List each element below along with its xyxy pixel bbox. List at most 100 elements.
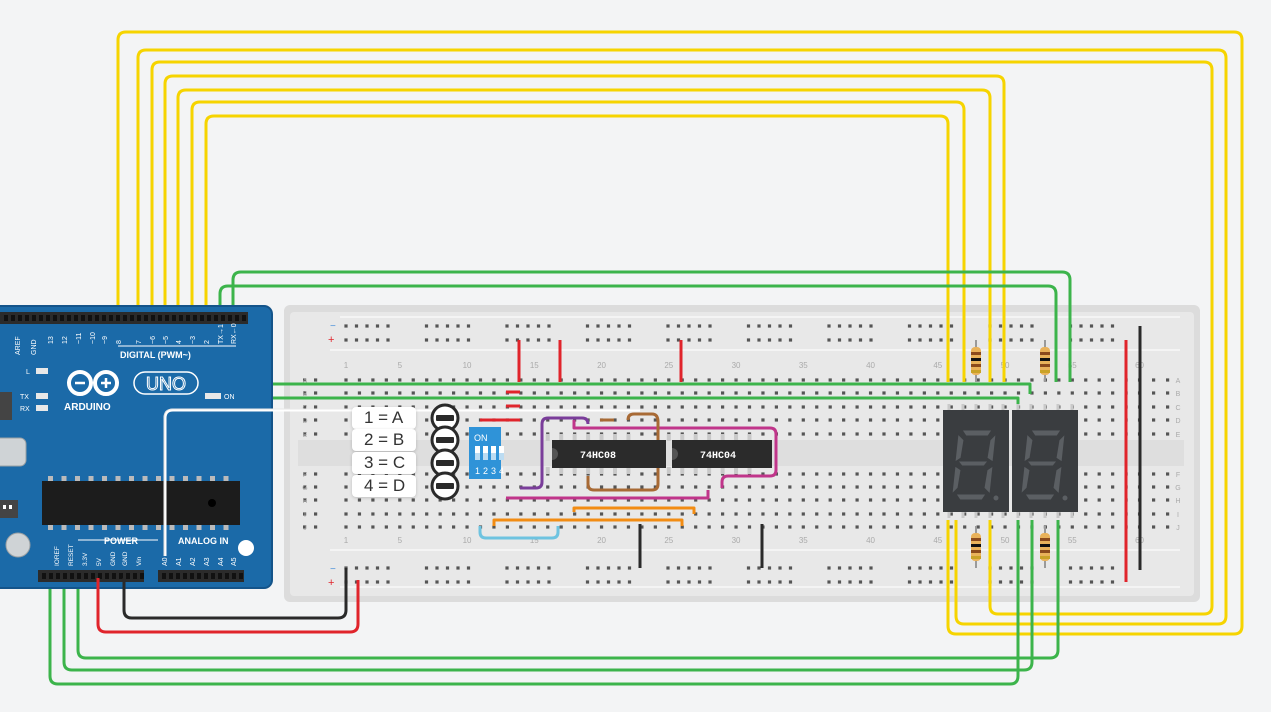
rail-minus-bottom: −: [330, 564, 336, 575]
analog-label: ANALOG IN: [178, 536, 229, 546]
analog-pin-label: A1: [176, 557, 183, 566]
power-rail-holes: [344, 324, 1115, 584]
switch-label-4: 4 = D: [352, 475, 416, 497]
dip-on-label: ON: [474, 433, 488, 443]
digital-pin-label: 8: [116, 340, 123, 344]
column-number: 55: [1068, 536, 1077, 545]
seven-segment-display-1[interactable]: [943, 404, 1009, 518]
push-button[interactable]: [430, 471, 460, 501]
digital-pin-label: 13: [48, 336, 55, 344]
digital-pin-label: ~3: [190, 336, 197, 344]
led-l: [36, 368, 48, 374]
column-number: 15: [530, 361, 539, 370]
dip-num-3: 3: [491, 466, 496, 476]
chip-74hc04[interactable]: 74HC04: [666, 434, 772, 474]
column-number: 25: [664, 361, 673, 370]
dip-switch[interactable]: ON 1 2 3 4: [469, 427, 504, 479]
capacitor: [5, 532, 31, 558]
digital-header-label: DIGITAL (PWM~): [120, 350, 191, 360]
digital-pin-label: ~5: [163, 336, 170, 344]
row-letter: F: [303, 472, 307, 479]
uno-label: UNO: [146, 374, 186, 394]
column-number: 40: [866, 536, 875, 545]
push-buttons[interactable]: [430, 403, 460, 501]
switch-label-1: 1 = A: [352, 407, 416, 429]
mount-hole: [238, 540, 254, 556]
column-number: 35: [799, 536, 808, 545]
uno-badge: [133, 371, 199, 395]
row-letter: F: [1176, 472, 1180, 479]
led-rx-label: RX: [20, 406, 30, 413]
arduino-brand: ARDUINO: [64, 402, 111, 413]
reset-button[interactable]: [0, 392, 12, 420]
column-number: 10: [463, 361, 472, 370]
row-letter: I: [1177, 512, 1179, 519]
resistors[interactable]: [971, 340, 1050, 568]
digital-pin-label: 12: [62, 336, 69, 344]
green-wires[interactable]: [48, 270, 1072, 686]
switch-label-3: 3 = C: [352, 452, 416, 474]
yellow-wires[interactable]: [116, 30, 1244, 636]
digital-pin-label: 7: [136, 340, 143, 344]
switch-label-2: 2 = B: [352, 429, 416, 451]
power-label: POWER: [104, 536, 139, 546]
column-number: 5: [398, 536, 403, 545]
led-on: [205, 393, 221, 399]
digital-pin-label: RX←0: [231, 323, 238, 344]
chip-label: 74HC04: [700, 451, 736, 462]
row-letter: J: [303, 525, 307, 532]
dip-num-1: 1: [475, 466, 480, 476]
resistor[interactable]: [971, 526, 981, 568]
row-letter: I: [304, 512, 306, 519]
power-pin-label: Vin: [136, 556, 143, 566]
dip-num-4: 4: [499, 466, 504, 476]
power-pin-label: GND: [122, 551, 129, 566]
white-wire[interactable]: [163, 408, 640, 556]
row-letter: A: [1176, 378, 1181, 385]
column-number: 15: [530, 536, 539, 545]
logic-wires[interactable]: [478, 412, 778, 540]
push-button[interactable]: [430, 403, 460, 433]
seven-segment-display-2[interactable]: [1012, 404, 1078, 518]
digital-pin-label: ~11: [76, 333, 83, 344]
resistor[interactable]: [971, 340, 981, 382]
analog-pin-label: A3: [204, 557, 211, 566]
column-number: 10: [463, 536, 472, 545]
power-pin-label: RESET: [68, 544, 75, 566]
analog-pin-label: A5: [231, 557, 238, 566]
analog-pin-label: A2: [190, 557, 197, 566]
chip-74hc08[interactable]: 74HC08: [545, 434, 666, 474]
column-number: 1: [344, 536, 349, 545]
column-number: 30: [732, 536, 741, 545]
row-letter: E: [303, 432, 308, 439]
column-number: 20: [597, 361, 606, 370]
column-number: 55: [1068, 361, 1077, 370]
row-letter: G: [302, 485, 307, 492]
column-number: 5: [398, 361, 403, 370]
rail-minus-top: −: [330, 321, 336, 332]
digital-pin-label: TX→1: [218, 324, 225, 344]
chip-label: 74HC08: [580, 451, 616, 462]
led-tx-label: TX: [20, 394, 29, 401]
column-numbers: 1155101015152020252530303535404045455050…: [344, 361, 1145, 545]
resistor[interactable]: [1040, 340, 1050, 382]
aref-label: AREF: [15, 336, 22, 355]
column-number: 50: [1001, 536, 1010, 545]
column-number: 45: [933, 536, 942, 545]
rail-plus-bottom: +: [328, 577, 334, 589]
power-pin-label: IOREF: [54, 546, 61, 566]
rail-plus-top: +: [328, 334, 334, 346]
row-letter: B: [1176, 391, 1181, 398]
digital-pin-label: 4: [176, 340, 183, 344]
row-letter: H: [1175, 498, 1180, 505]
power-pin-label: GND: [110, 551, 117, 566]
resistor[interactable]: [1040, 526, 1050, 568]
row-letter: G: [1175, 485, 1180, 492]
led-l-label: L: [26, 369, 30, 376]
column-number: 1: [344, 361, 349, 370]
